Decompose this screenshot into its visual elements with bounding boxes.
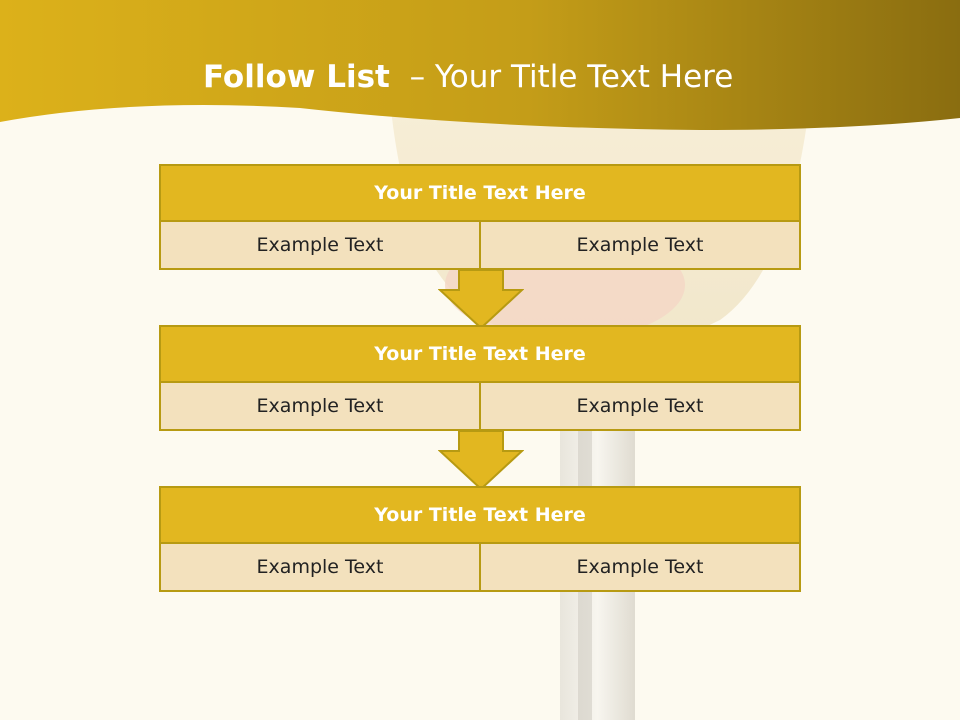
slide-title-bold: Follow List [203, 59, 390, 95]
header-band [0, 0, 960, 130]
slide-title-rest: – Your Title Text Here [409, 59, 734, 95]
step-left-text: Example Text [161, 383, 479, 429]
step-right-text: Example Text [481, 544, 799, 590]
step-title: Your Title Text Here [161, 166, 799, 220]
down-arrow-icon [438, 269, 524, 330]
step-block-3: Your Title Text Here Example Text Exampl… [159, 486, 801, 592]
step-block-1: Your Title Text Here Example Text Exampl… [159, 164, 801, 270]
step-right-text: Example Text [481, 383, 799, 429]
step-right-text: Example Text [481, 222, 799, 268]
down-arrow-icon [438, 430, 524, 491]
slide-title: Follow List – Your Title Text Here [203, 52, 733, 102]
step-left-text: Example Text [161, 544, 479, 590]
step-block-2: Your Title Text Here Example Text Exampl… [159, 325, 801, 431]
step-left-text: Example Text [161, 222, 479, 268]
step-title: Your Title Text Here [161, 327, 799, 381]
step-title: Your Title Text Here [161, 488, 799, 542]
